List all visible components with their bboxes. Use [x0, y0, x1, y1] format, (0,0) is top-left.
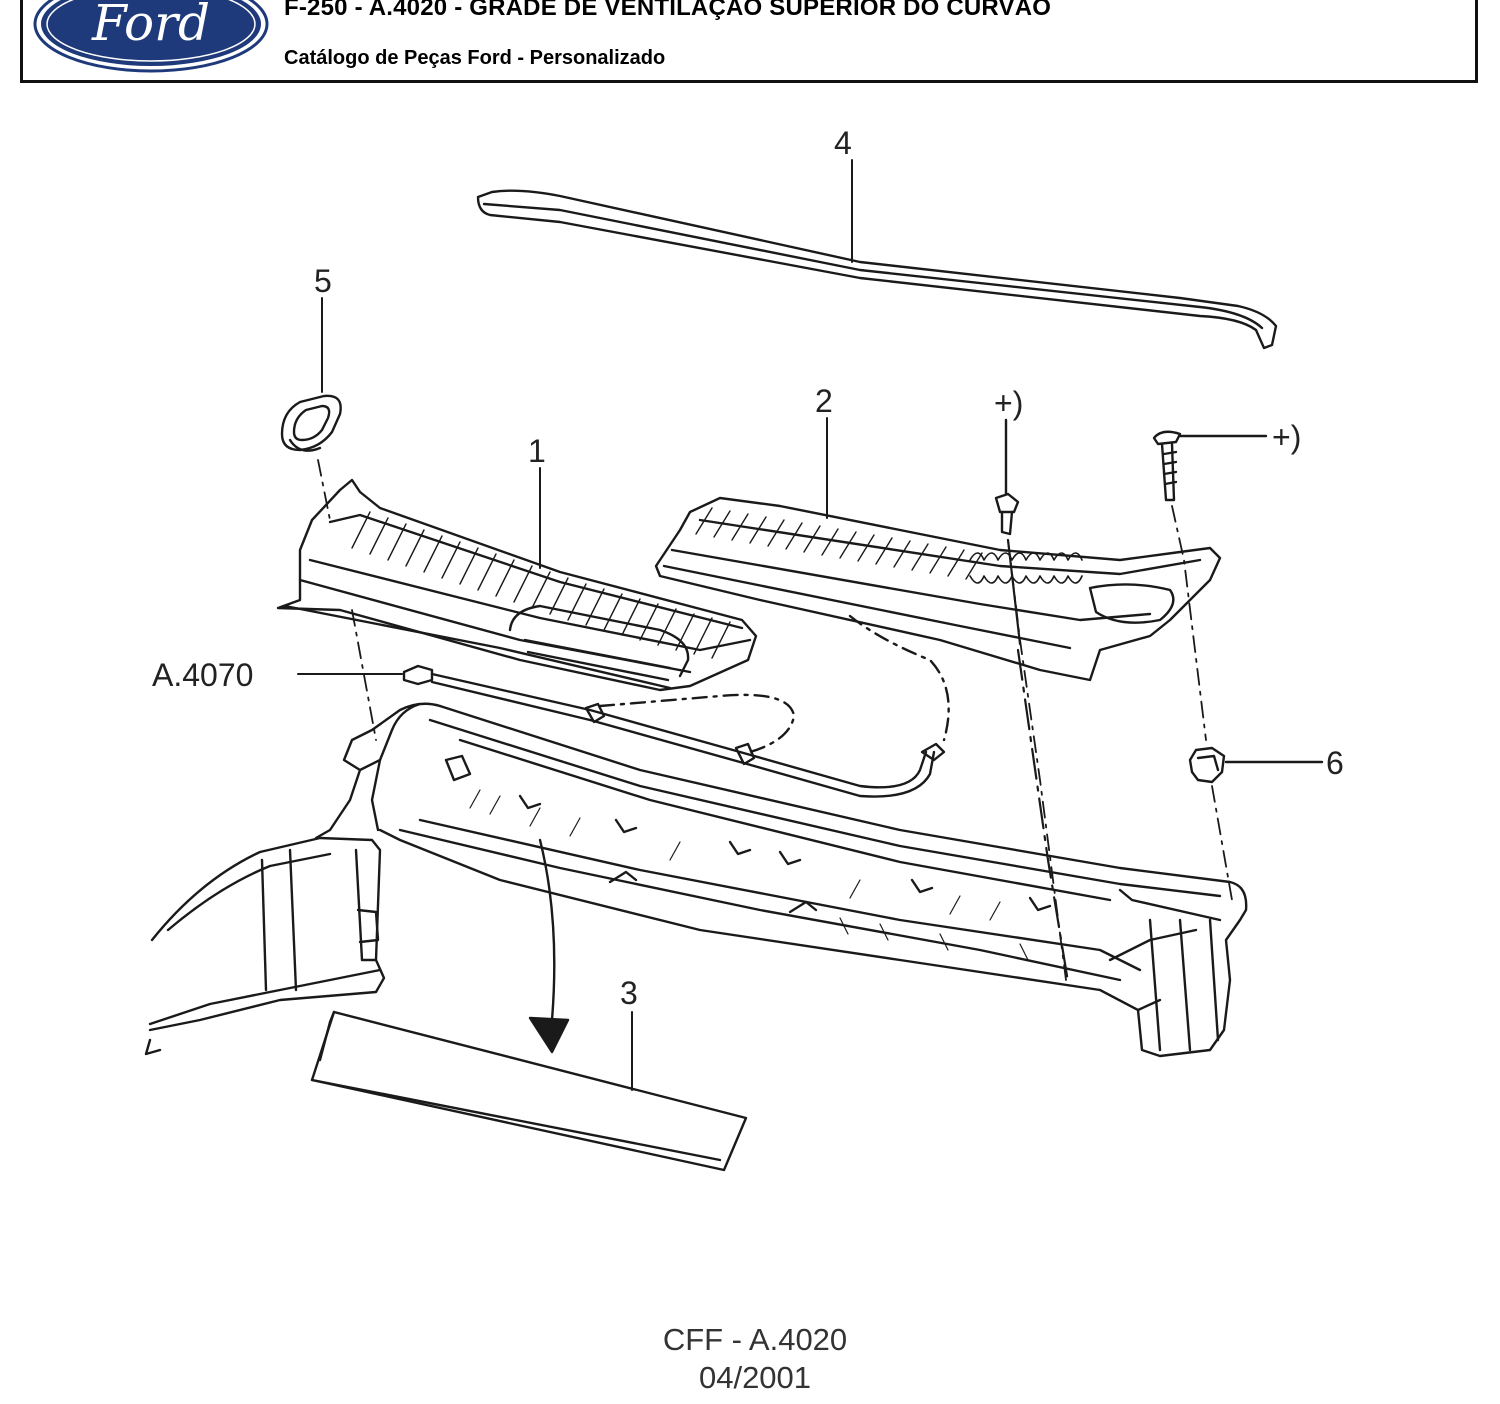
cowl-hatching [469, 789, 1029, 961]
part-5-grommet [280, 394, 342, 452]
assembly-lines [317, 459, 1233, 981]
callout-6: 6 [1326, 745, 1344, 781]
part-2-vent-loops [969, 552, 1083, 584]
part-4-seal-strip [476, 189, 1278, 350]
part-1-slats [351, 511, 731, 659]
screw-fastener-right [1152, 430, 1268, 502]
footer-date: 04/2001 [698, 1360, 812, 1395]
logo-wordmark: Ford [91, 0, 210, 52]
leader-lines [297, 159, 1007, 1091]
footer-code: CFF - A.4020 [662, 1322, 848, 1357]
callout-2: 2 [815, 383, 833, 419]
install-direction-arrow [528, 838, 570, 1054]
cowl-body-panel [314, 702, 1248, 1058]
callout-3: 3 [620, 975, 638, 1011]
part-2-slats [695, 507, 983, 580]
callout-screw-note-1: +) [994, 385, 1023, 421]
part-6-clip [1188, 746, 1324, 784]
callout-4: 4 [834, 125, 852, 161]
a4070-washer-hose [402, 664, 946, 798]
part-1-left-cowl-grille [276, 478, 758, 692]
callout-a4070: A.4070 [152, 657, 253, 693]
left-fender-structure [144, 836, 386, 1056]
callout-5: 5 [314, 263, 332, 299]
page-title: F-250 - A.4020 - GRADE DE VENTILAÇÃO SUP… [284, 0, 1052, 21]
ford-logo: Ford [33, 0, 269, 73]
callout-screw-note-2: +) [1272, 419, 1301, 455]
part-3-foam-strip [310, 1010, 748, 1172]
page-subtitle: Catálogo de Peças Ford - Personalizado [284, 47, 666, 69]
callout-1: 1 [528, 433, 546, 469]
